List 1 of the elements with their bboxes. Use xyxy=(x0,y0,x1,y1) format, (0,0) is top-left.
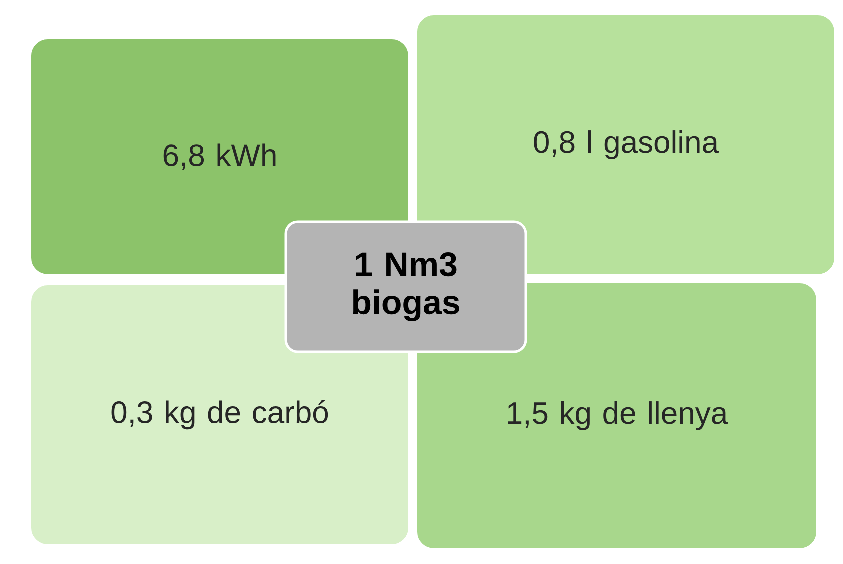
center-label-box: 1 Nm3 biogas xyxy=(284,220,528,354)
